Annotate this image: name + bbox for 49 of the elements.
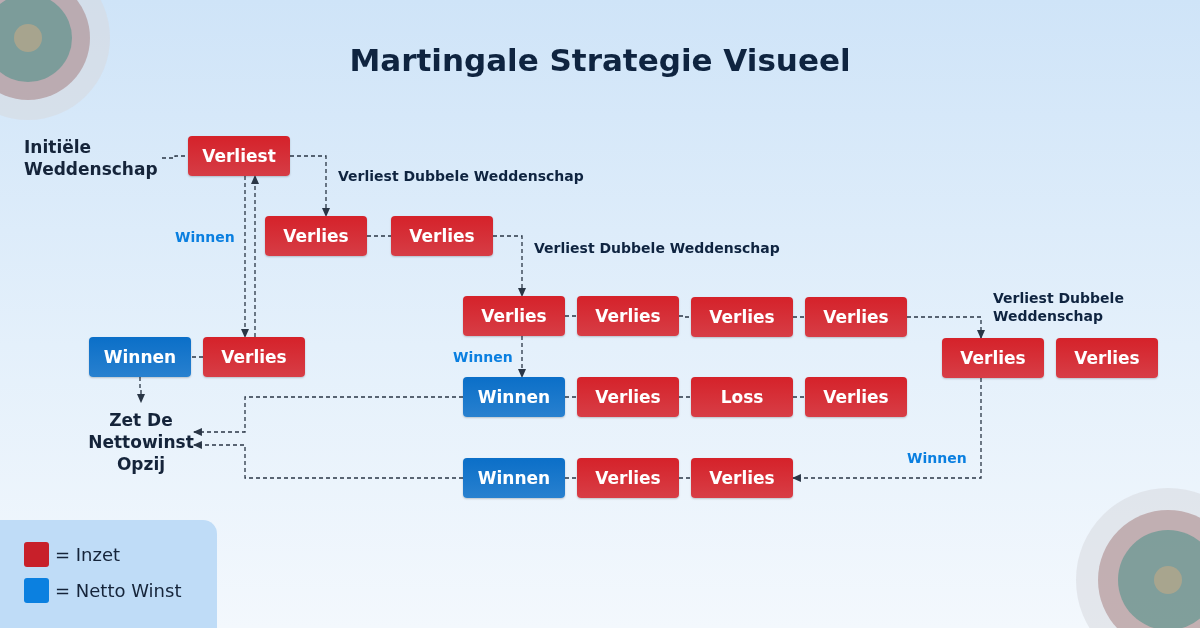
step-box: Verlies [391, 216, 493, 256]
legend-text: = Inzet [55, 544, 121, 565]
step-box: Loss [691, 377, 793, 417]
connector-line [564, 315, 578, 317]
step-box: Verlies [463, 296, 565, 336]
edge-label: Verliest Dubbele Weddenschap [338, 168, 584, 186]
arrow [137, 376, 145, 404]
arrow [289, 155, 330, 218]
connector-line [678, 477, 692, 479]
step-box: Verlies [1056, 338, 1158, 378]
connector-line [678, 315, 692, 318]
arrow [251, 174, 259, 338]
step-box: Verliest [188, 136, 290, 176]
step-box: Verlies [577, 458, 679, 498]
step-box: Winnen [463, 458, 565, 498]
arrow [906, 316, 985, 340]
step-box: Verlies [942, 338, 1044, 378]
edge-label: Winnen [453, 349, 513, 367]
step-box: Verlies [577, 377, 679, 417]
step-box: Verlies [691, 458, 793, 498]
connector-line [678, 396, 692, 398]
arrow [518, 335, 526, 379]
connector-line [792, 316, 806, 318]
step-box: Verlies [805, 377, 907, 417]
connector-line [190, 356, 204, 358]
step-box: Winnen [463, 377, 565, 417]
step-text: Initiële Weddenschap [24, 133, 162, 183]
step-text: Zet De Nettowinst Opzij [88, 402, 194, 482]
connector-line [564, 477, 578, 479]
diagram-title: Martingale Strategie Visueel [348, 42, 852, 78]
step-box: Verlies [203, 337, 305, 377]
arrow [791, 377, 982, 482]
connector-line [792, 396, 806, 398]
arrow [492, 235, 526, 298]
arrow [192, 441, 464, 479]
edge-label: Verliest Dubbele Weddenschap [534, 240, 780, 258]
arrow [241, 175, 249, 339]
step-box: Verlies [577, 296, 679, 336]
step-box: Verlies [805, 297, 907, 337]
arrow [192, 396, 464, 436]
edge-label: Winnen [175, 229, 235, 247]
connector-line [366, 235, 392, 237]
step-box: Verlies [265, 216, 367, 256]
edge-label: Winnen [907, 450, 967, 468]
legend-text: = Netto Winst [55, 580, 182, 601]
edge-label: Verliest Dubbele Weddenschap [993, 290, 1125, 325]
step-box: Verlies [691, 297, 793, 337]
connector-line [564, 396, 578, 398]
step-box: Winnen [89, 337, 191, 377]
